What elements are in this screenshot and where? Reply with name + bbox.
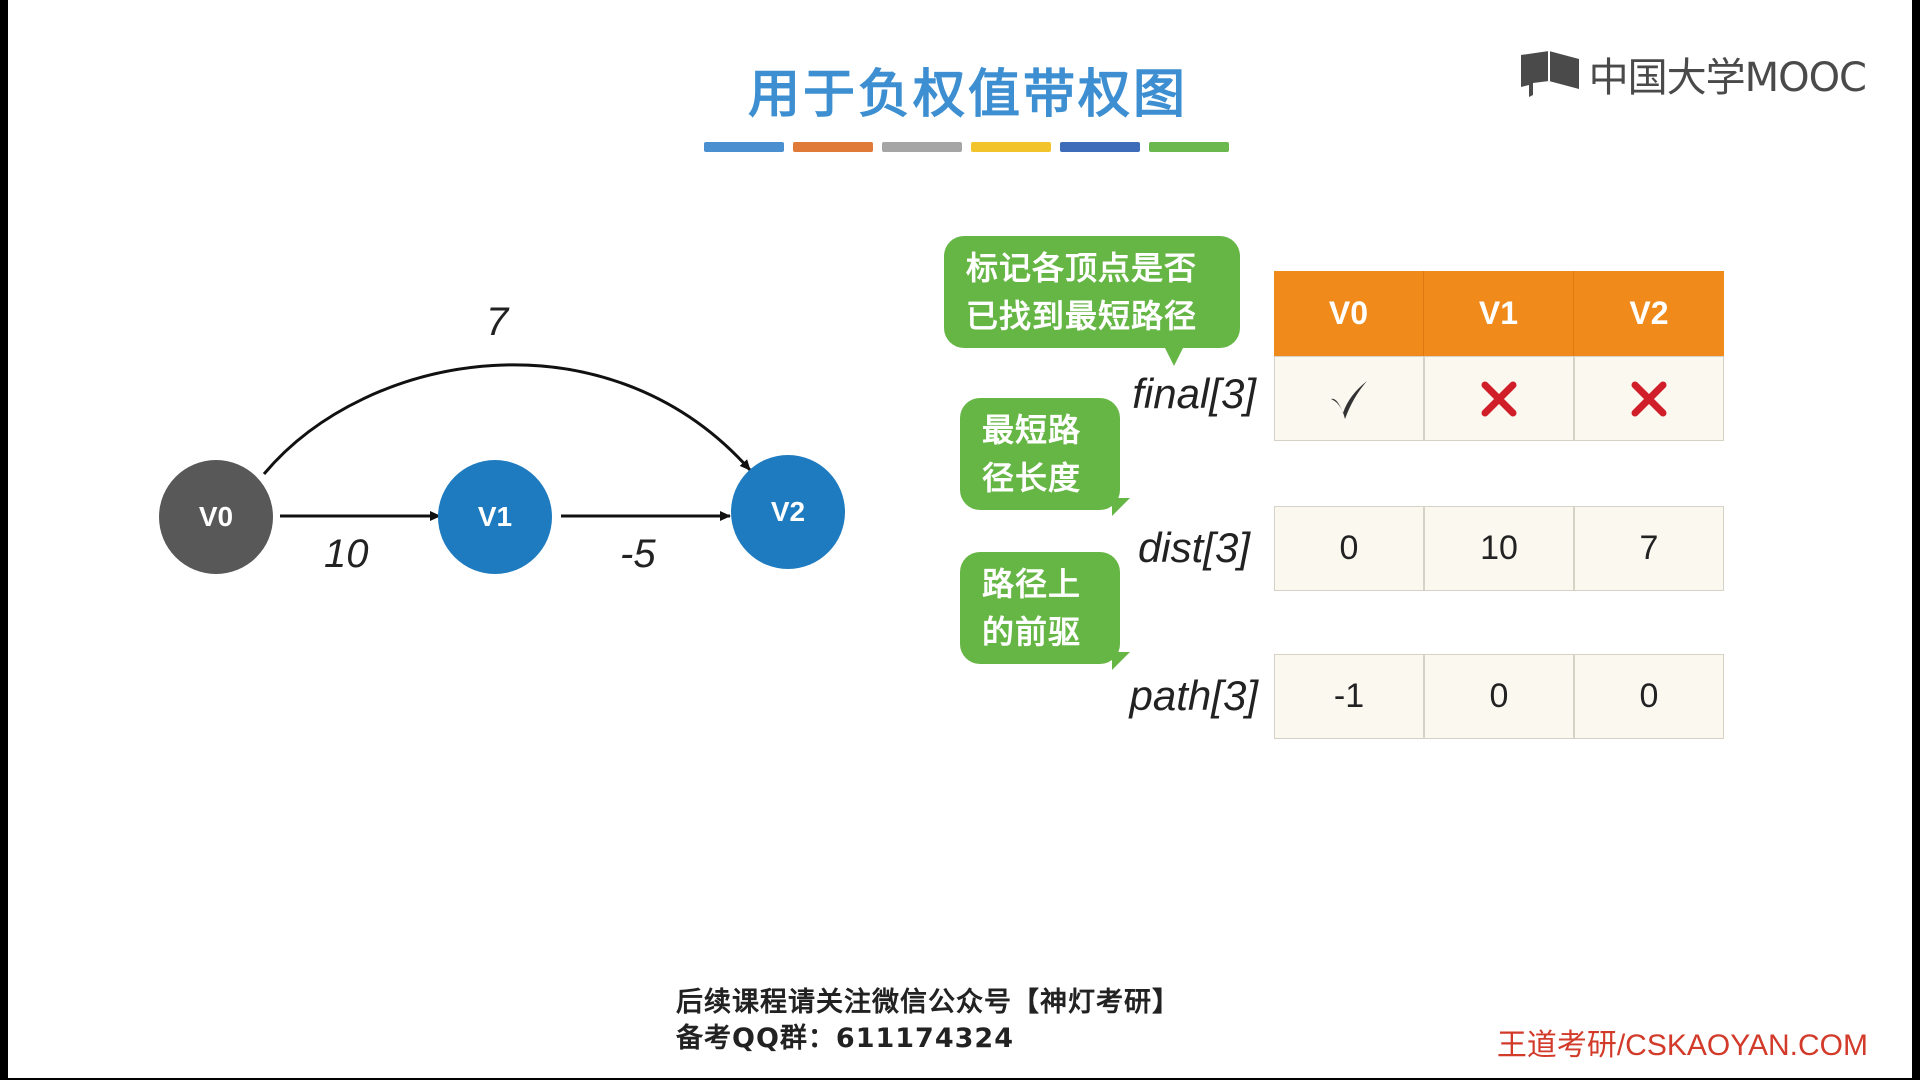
table-header-v0: V0 [1274,271,1424,356]
callout-path-line2: 的前驱 [982,613,1082,651]
callout-dist-line2: 径长度 [982,459,1082,497]
color-bar-segment [882,142,962,152]
graph-node-v1: V1 [438,460,552,574]
path-cell-v0: -1 [1274,654,1424,739]
color-bar-segment [704,142,784,152]
color-bar-segment [1149,142,1229,152]
edge-v0-v2 [262,363,752,475]
cross-icon [1481,381,1517,416]
row-label-path: path[3] [1129,672,1258,719]
graph-node-v0: V0 [159,460,273,574]
cross-icon [1631,381,1667,416]
dist-cell-v0: 0 [1274,506,1424,591]
footer-wechat-line: 后续课程请关注微信公众号【神灯考研】 [676,987,1180,1018]
callout-dist-line1: 最短路 [982,411,1082,449]
callout-final-line1: 标记各顶点是否 [966,249,1198,287]
row-label-dist: dist[3] [1137,524,1250,571]
brand-watermark: 王道考研/CSKAOYAN.COM [1496,1029,1868,1062]
mooc-logo: 中国大学MOOC [1519,46,1867,102]
callout-path: 路径上 的前驱 [960,552,1130,670]
dist-cell-v1: 10 [1424,506,1574,591]
color-bar-segment [1060,142,1140,152]
path-cell-v2: 0 [1574,654,1724,739]
final-cell-v0 [1274,356,1424,441]
graph-node-v2: V2 [731,455,845,569]
color-bar-segment [793,142,873,152]
footer-qq-line: 备考QQ群：611174324 [676,1023,1014,1054]
color-bar-segment [971,142,1051,152]
final-cell-v1 [1424,356,1574,441]
edge-weight-v1-v2: -5 [620,532,656,576]
mooc-logo-icon [1520,51,1579,97]
table-header-v1: V1 [1424,271,1574,356]
slide: 用于负权值带权图 中国大学MOOC V0 V1 V2 10 -5 7 标记各顶点… [8,0,1912,1078]
edge-weight-v0-v1: 10 [324,532,369,576]
check-icon [1331,380,1367,419]
callout-dist: 最短路 径长度 [960,398,1130,516]
logo-text: 中国大学MOOC [1588,55,1867,101]
slide-title: 用于负权值带权图 [747,65,1188,125]
edge-weight-v0-v2: 7 [486,300,509,344]
path-cell-v1: 0 [1424,654,1574,739]
dist-cell-v2: 7 [1574,506,1724,591]
callout-final-line2: 已找到最短路径 [966,297,1198,335]
row-label-final: final[3] [1132,370,1256,417]
callout-path-line1: 路径上 [982,565,1082,603]
table-header-v2: V2 [1574,271,1724,356]
graph-edges [262,363,752,521]
final-cell-v2 [1574,356,1724,441]
callout-final: 标记各顶点是否 已找到最短路径 [944,236,1240,366]
